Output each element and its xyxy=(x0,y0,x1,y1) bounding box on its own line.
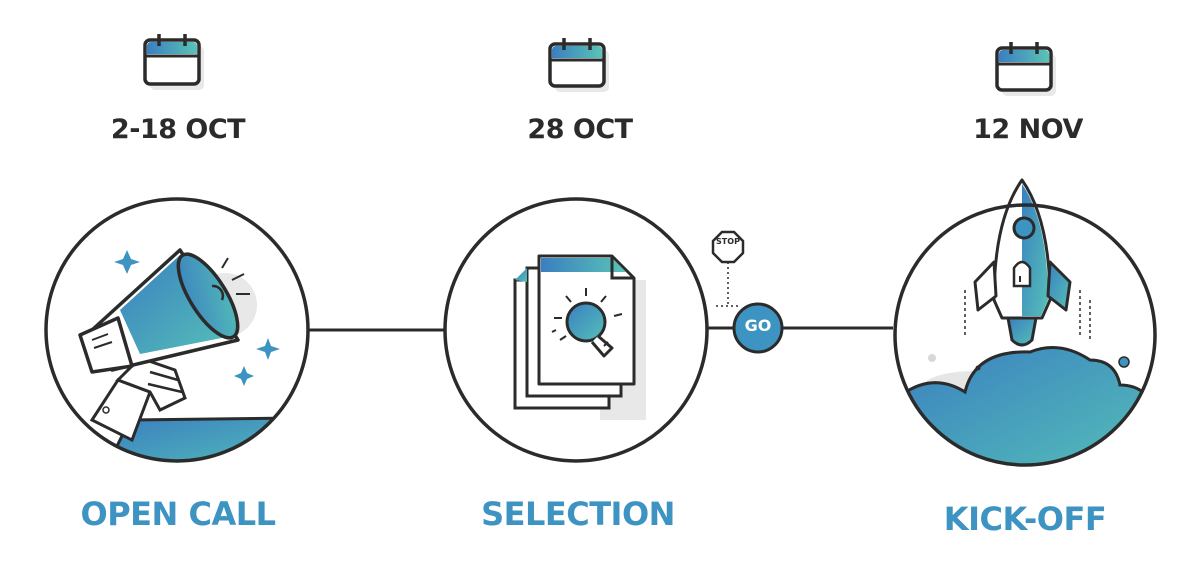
calendar-icon xyxy=(548,38,609,92)
stage-date-kick-off: 12 NOV xyxy=(973,114,1083,145)
calendar-icon xyxy=(143,34,204,90)
stage-label-selection: SELECTION xyxy=(481,495,675,533)
stage-date-selection: 28 OCT xyxy=(527,114,633,145)
stage-label-kick-off: KICK-OFF xyxy=(943,500,1107,538)
calendar-icon xyxy=(995,42,1056,96)
stop-sign-icon xyxy=(711,230,745,307)
megaphone-icon xyxy=(44,197,310,463)
go-label: GO xyxy=(744,316,772,335)
stage-date-open-call: 2-18 OCT xyxy=(110,114,246,145)
go-badge xyxy=(732,302,784,354)
rocket-icon xyxy=(893,178,1157,467)
lightbulb-document-icon xyxy=(443,197,709,463)
stop-label: STOP xyxy=(716,237,740,246)
stage-label-open-call: OPEN CALL xyxy=(80,495,276,533)
